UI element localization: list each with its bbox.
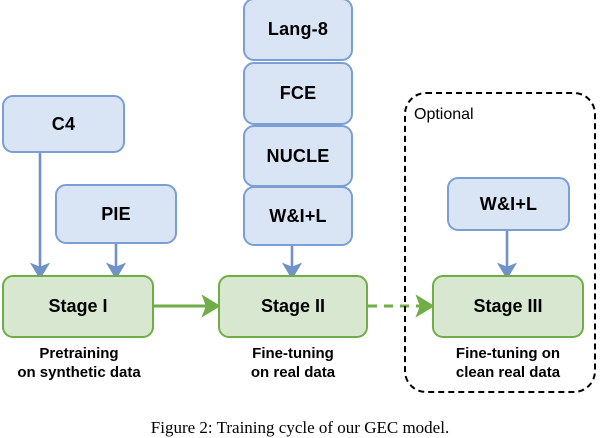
dataset-label-nucle: NUCLE [266,145,330,166]
stage-caption-line1-stage-3: Fine-tuning on [455,345,561,362]
stage-caption-stage-3: Fine-tuning on clean real data [429,344,587,382]
figure-caption: Figure 2: Training cycle of our GEC mode… [150,418,450,437]
dataset-box-pie[interactable]: PIE [55,184,177,244]
stage-box-stage-1[interactable]: Stage I [2,275,154,338]
dataset-box-c4[interactable]: C4 [2,95,125,153]
dataset-box-nucle[interactable]: NUCLE [243,125,353,187]
stage-caption-line1-stage-2: Fine-tuning [252,345,334,362]
stage-box-stage-2[interactable]: Stage II [218,275,368,338]
dataset-box-wil-stack[interactable]: W&I+L [243,186,353,246]
dataset-label-wil-optional: W&I+L [479,193,538,214]
stage-caption-line2-stage-1: on synthetic data [17,364,141,381]
dataset-label-fce: FCE [279,83,317,103]
stage-label-stage-2: Stage II [260,296,326,316]
dataset-label-pie: PIE [101,203,131,224]
dataset-box-lang8[interactable]: Lang-8 [243,0,353,61]
dataset-label-c4: C4 [51,113,76,134]
dataset-label-lang8: Lang-8 [267,19,329,39]
stage-label-stage-1: Stage I [48,296,108,316]
optional-region-box [404,92,596,393]
optional-region-label: Optional [414,106,474,123]
stage-caption-stage-1: Pretraining on synthetic data [0,344,158,382]
dataset-label-wil-stack: W&I+L [269,205,327,226]
dataset-box-fce[interactable]: FCE [243,62,353,125]
stage-caption-line2-stage-3: clean real data [455,364,561,381]
dataset-box-wil-optional[interactable]: W&I+L [447,177,570,231]
stage-caption-line1-stage-1: Pretraining [39,345,119,362]
stage-caption-line2-stage-2: on real data [250,364,336,381]
stage-caption-stage-2: Fine-tuning on real data [214,344,372,382]
stage-box-stage-3[interactable]: Stage III [432,275,584,338]
stage-label-stage-3: Stage III [473,296,543,316]
